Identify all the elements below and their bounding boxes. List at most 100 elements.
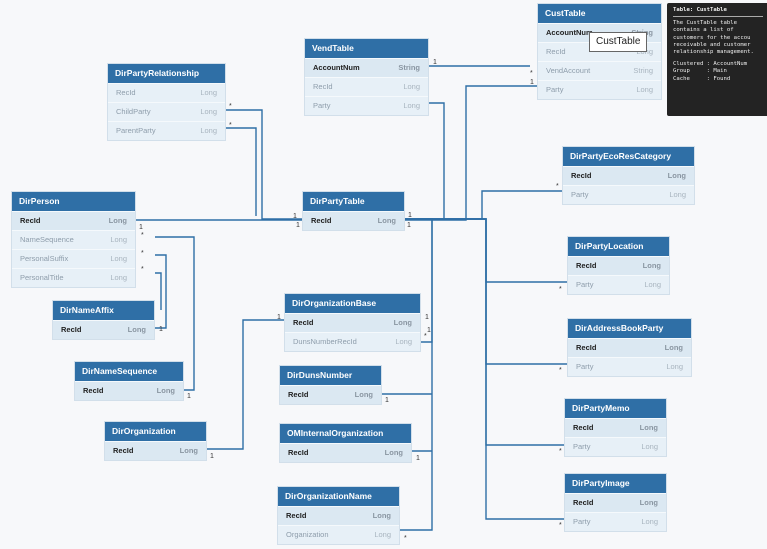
cardinality-one: 1: [427, 327, 431, 334]
field-name: Party: [571, 190, 589, 199]
field-row[interactable]: RecId Long: [75, 381, 183, 400]
entity-title: DirPartyEcoResCategory: [563, 147, 694, 166]
field-type: Long: [384, 448, 403, 457]
tooltip-title: Table: CustTable: [673, 7, 727, 13]
field-row[interactable]: RecId Long: [53, 320, 154, 339]
tooltip-desc-line: customers for the accou: [673, 34, 751, 41]
field-name: RecId: [288, 390, 309, 399]
relationship-line: [155, 236, 195, 391]
entity-title: DirPartyImage: [565, 474, 666, 493]
field-type: Long: [669, 190, 686, 199]
entity-title: DirDunsNumber: [280, 366, 381, 385]
field-name: PersonalSuffix: [20, 254, 69, 263]
entity-title: VendTable: [305, 39, 428, 58]
field-row[interactable]: Party Long: [563, 185, 694, 204]
entity-title: DirAddressBookParty: [568, 319, 691, 338]
cardinality-many: *: [141, 232, 144, 239]
cardinality-one: 1: [139, 224, 143, 231]
cardinality-one: 1: [277, 314, 281, 321]
cardinality-one: 1: [408, 212, 412, 219]
field-type: Long: [156, 386, 175, 395]
field-name: Party: [573, 442, 591, 451]
field-name: NameSequence: [20, 235, 74, 244]
relationship-line: [405, 85, 537, 221]
cardinality-many: *: [530, 70, 533, 77]
field-row[interactable]: RecId Long: [280, 443, 411, 462]
field-name: RecId: [61, 325, 82, 334]
relationship-line: [405, 190, 562, 220]
field-name: Party: [546, 85, 564, 94]
tooltip-desc-line: contains a list of: [673, 27, 734, 34]
relationship-line: [207, 319, 284, 450]
entity-title: DirPartyRelationship: [108, 64, 225, 83]
field-type: Long: [641, 517, 658, 526]
field-name: RecId: [83, 386, 104, 395]
cardinality-many: *: [141, 266, 144, 273]
field-name: RecId: [573, 423, 594, 432]
cardinality-one: 1: [425, 314, 429, 321]
field-row[interactable]: PersonalSuffix Long: [12, 249, 135, 268]
field-name: RecId: [288, 448, 309, 457]
field-name: VendAccount: [546, 66, 591, 75]
field-name: RecId: [20, 216, 41, 225]
field-name: Party: [576, 280, 594, 289]
cardinality-one: 1: [293, 213, 297, 220]
field-type: Long: [374, 530, 391, 539]
cardinality-many: *: [141, 250, 144, 257]
entity-title: DirNameAffix: [53, 301, 154, 320]
tooltip-property: Group : Main: [673, 68, 727, 75]
field-name: ChildParty: [116, 107, 151, 116]
cardinality-one: 1: [530, 79, 534, 86]
field-type: Long: [200, 126, 217, 135]
cardinality-many: *: [424, 333, 427, 340]
field-name: RecId: [113, 446, 134, 455]
field-type: Long: [127, 325, 146, 334]
field-type: Long: [110, 254, 127, 263]
field-name: RecId: [116, 88, 136, 97]
